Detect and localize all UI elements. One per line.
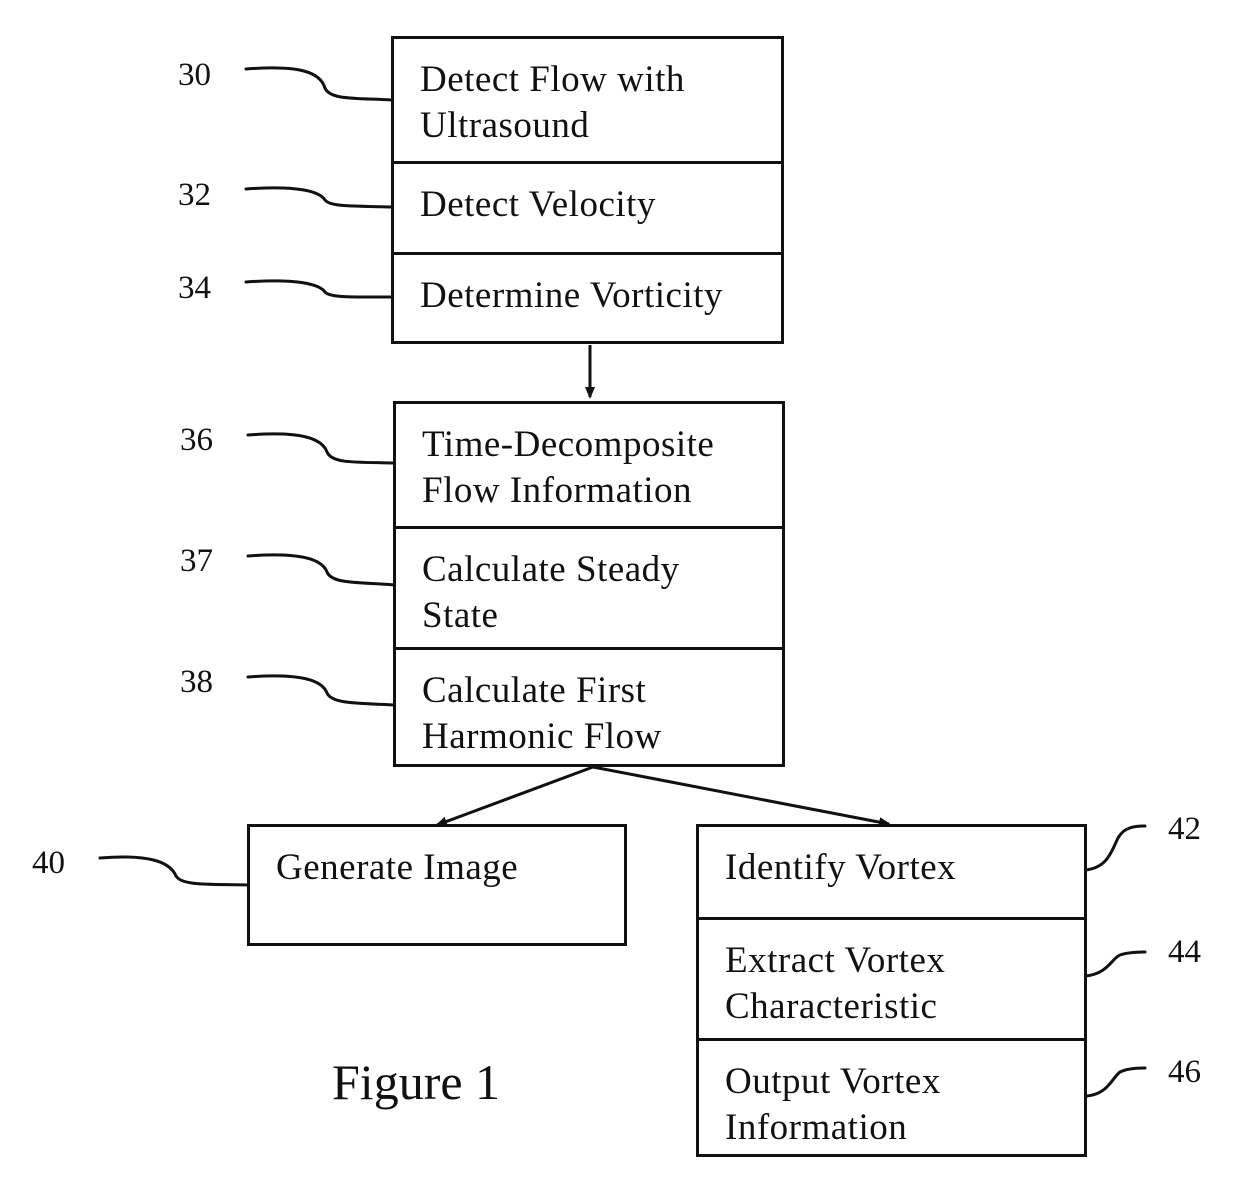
leader-line-46: [1087, 1068, 1145, 1096]
step-label-line: Output Vortex: [725, 1059, 1084, 1105]
step-label-line: Ultrasound: [420, 103, 781, 149]
step-group-middle: Time-Decomposite Flow Information Calcul…: [393, 401, 785, 767]
step-label-line: Identify Vortex: [725, 845, 1084, 891]
step-group-left: Generate Image: [247, 824, 627, 946]
ref-numeral-40: 40: [32, 845, 65, 881]
step-box-generate-image: Generate Image: [250, 827, 624, 946]
step-box-output-information: Output Vortex Information: [699, 1038, 1084, 1157]
leader-line-44: [1085, 952, 1145, 976]
ref-numeral-37: 37: [180, 543, 213, 579]
ref-numeral-46: 46: [1168, 1054, 1201, 1090]
ref-numeral-32: 32: [178, 177, 211, 213]
leader-line-37: [248, 555, 395, 585]
step-label-line: Time-Decomposite: [422, 422, 782, 468]
figure-title: Figure 1: [332, 1052, 500, 1112]
leader-line-38: [248, 676, 395, 705]
step-group-top: Detect Flow with Ultrasound Detect Veloc…: [391, 36, 784, 344]
step-label-line: Detect Velocity: [420, 182, 781, 228]
step-box-first-harmonic: Calculate First Harmonic Flow: [396, 647, 782, 767]
leader-line-34: [246, 281, 393, 297]
leader-line-42: [1085, 826, 1145, 870]
leader-line-30: [246, 68, 393, 100]
step-box-detect-velocity: Detect Velocity: [394, 161, 781, 252]
step-box-determine-vorticity: Determine Vorticity: [394, 252, 781, 344]
step-label-line: Determine Vorticity: [420, 273, 781, 319]
step-box-extract-characteristic: Extract Vortex Characteristic: [699, 917, 1084, 1038]
step-box-time-decomposite: Time-Decomposite Flow Information: [396, 404, 782, 526]
step-label-line: Harmonic Flow: [422, 714, 782, 760]
step-label-line: Information: [725, 1105, 1084, 1151]
step-label-line: Flow Information: [422, 468, 782, 514]
ref-numeral-44: 44: [1168, 934, 1201, 970]
step-label-line: State: [422, 593, 782, 639]
step-group-right: Identify Vortex Extract Vortex Character…: [696, 824, 1087, 1157]
ref-numeral-34: 34: [178, 270, 211, 306]
arrow-middle-to-left: [437, 767, 593, 825]
step-box-detect-flow: Detect Flow with Ultrasound: [394, 39, 781, 161]
leader-line-40: [100, 857, 248, 885]
ref-numeral-38: 38: [180, 664, 213, 700]
leader-line-36: [248, 434, 395, 463]
step-box-identify-vortex: Identify Vortex: [699, 827, 1084, 917]
ref-numeral-30: 30: [178, 57, 211, 93]
ref-numeral-42: 42: [1168, 811, 1201, 847]
step-label-line: Calculate First: [422, 668, 782, 714]
arrow-middle-to-right: [593, 767, 889, 824]
step-label-line: Extract Vortex: [725, 938, 1084, 984]
step-label-line: Generate Image: [276, 845, 624, 891]
leader-line-32: [246, 188, 393, 207]
step-label-line: Detect Flow with: [420, 57, 781, 103]
step-label-line: Characteristic: [725, 984, 1084, 1030]
step-box-steady-state: Calculate Steady State: [396, 526, 782, 647]
ref-numeral-36: 36: [180, 422, 213, 458]
step-label-line: Calculate Steady: [422, 547, 782, 593]
